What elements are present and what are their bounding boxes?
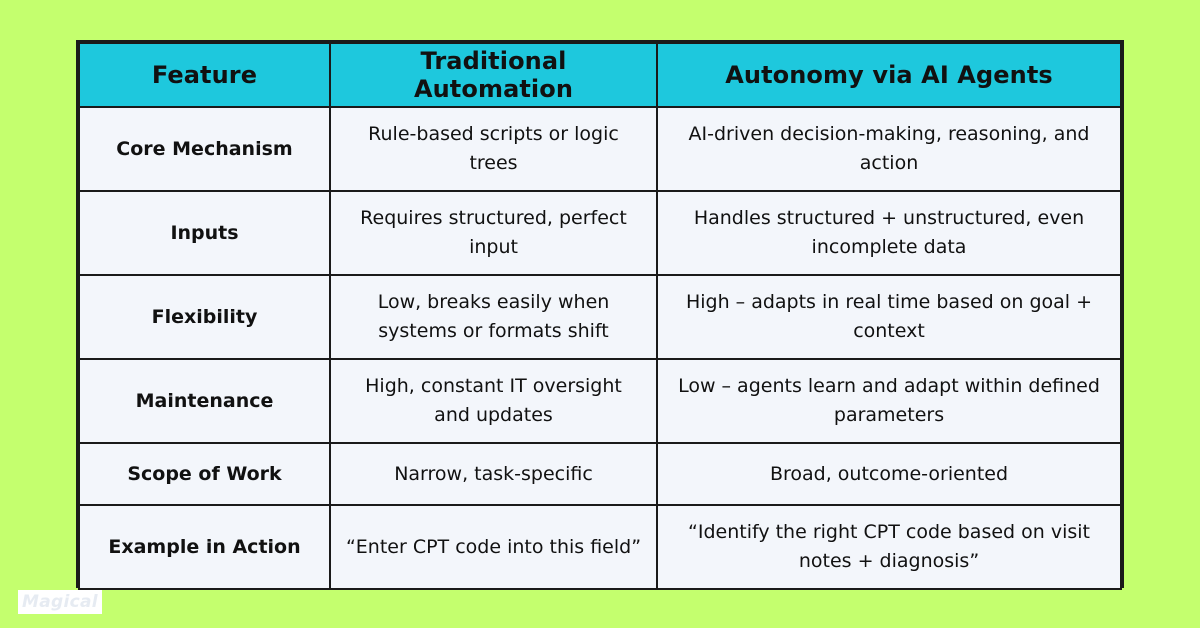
row-autonomy-cell: Low – agents learn and adapt within defi… [656,358,1122,444]
table-row: Core Mechanism Rule-based scripts or log… [78,106,1122,192]
header-feature: Feature [78,42,331,108]
comparison-table: Feature Traditional Automation Autonomy … [76,40,1124,590]
row-traditional-cell: “Enter CPT code into this field” [329,504,658,590]
row-traditional-cell: High, constant IT oversight and updates [329,358,658,444]
row-autonomy-cell: Broad, outcome-oriented [656,442,1122,506]
row-traditional-cell: Narrow, task-specific [329,442,658,506]
row-feature-cell: Core Mechanism [78,106,331,192]
row-traditional-cell: Rule-based scripts or logic trees [329,106,658,192]
header-autonomy-ai-agents: Autonomy via AI Agents [656,42,1122,108]
row-feature-cell: Scope of Work [78,442,331,506]
table-row: Example in Action “Enter CPT code into t… [78,504,1122,590]
row-autonomy-cell: High – adapts in real time based on goal… [656,274,1122,360]
table-row: Inputs Requires structured, perfect inpu… [78,190,1122,276]
row-traditional-cell: Requires structured, perfect input [329,190,658,276]
comparison-table-grid: Feature Traditional Automation Autonomy … [78,42,1122,590]
row-traditional-cell: Low, breaks easily when systems or forma… [329,274,658,360]
row-feature-cell: Example in Action [78,504,331,590]
row-feature-cell: Inputs [78,190,331,276]
table-row: Maintenance High, constant IT oversight … [78,358,1122,444]
row-autonomy-cell: “Identify the right CPT code based on vi… [656,504,1122,590]
table-row: Flexibility Low, breaks easily when syst… [78,274,1122,360]
row-autonomy-cell: Handles structured + unstructured, even … [656,190,1122,276]
row-feature-cell: Maintenance [78,358,331,444]
row-autonomy-cell: AI-driven decision-making, reasoning, an… [656,106,1122,192]
header-traditional-automation: Traditional Automation [329,42,658,108]
row-feature-cell: Flexibility [78,274,331,360]
magical-logo: Magical [18,590,102,614]
table-header-row: Feature Traditional Automation Autonomy … [78,42,1122,108]
table-row: Scope of Work Narrow, task-specific Broa… [78,442,1122,506]
